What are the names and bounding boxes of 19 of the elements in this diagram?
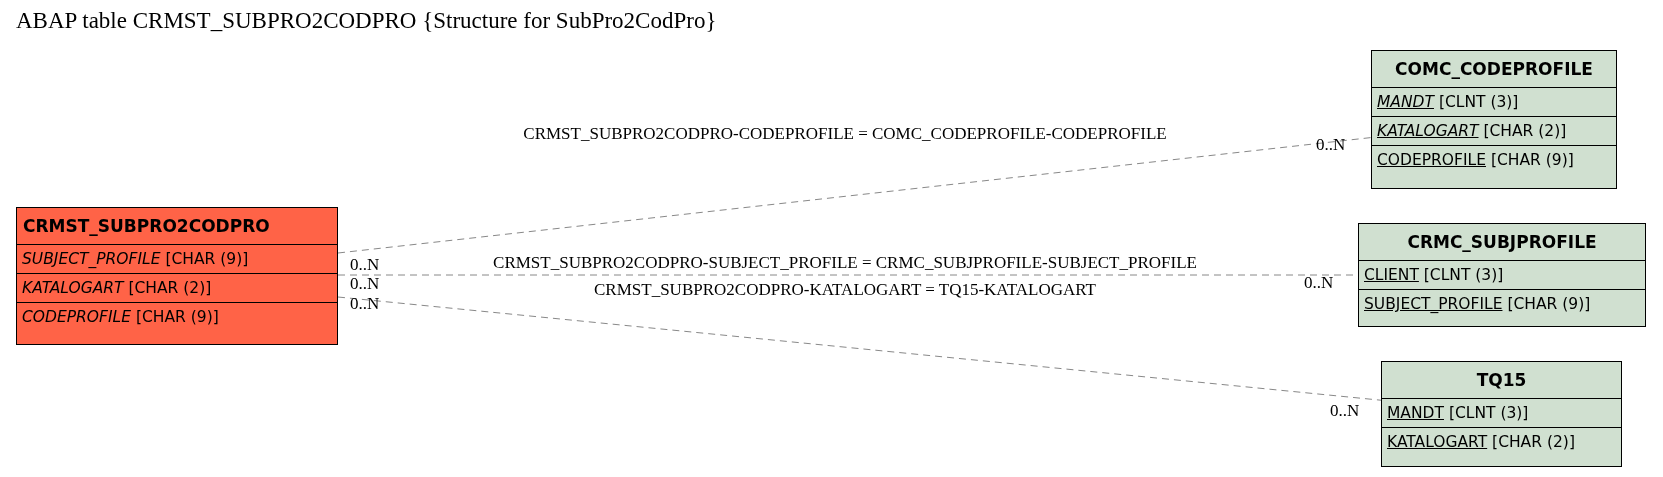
cardinality-label: 0..N — [1330, 402, 1360, 419]
cardinality-label: 0..N — [350, 295, 380, 312]
edge-label: CRMST_SUBPRO2CODPRO-KATALOGART = TQ15-KATALOGART — [593, 280, 1097, 298]
cardinality-label: 0..N — [1304, 274, 1334, 291]
relation-line — [337, 296, 1382, 401]
table-name: CRMC_SUBJPROFILE — [1406, 231, 1598, 254]
table-name: COMC_CODEPROFILE — [1394, 58, 1594, 81]
table-name: CRMST_SUBPRO2CODPRO — [22, 215, 271, 238]
table-box — [1371, 50, 1617, 189]
diagram-title: ABAP table CRMST_SUBPRO2CODPRO {Structure for SubPro2CodPro} — [16, 8, 717, 34]
table-box — [16, 207, 338, 345]
table-name: TQ15 — [1475, 369, 1528, 392]
edge-label: CRMST_SUBPRO2CODPRO-CODEPROFILE = COMC_CODEPROFILE-CODEPROFILE — [522, 124, 1168, 142]
cardinality-label: 0..N — [350, 275, 380, 292]
cardinality-label: 0..N — [1316, 136, 1346, 153]
table-box — [1381, 361, 1622, 467]
relation-line — [337, 137, 1372, 254]
cardinality-label: 0..N — [350, 256, 380, 273]
table-box — [1358, 223, 1646, 327]
